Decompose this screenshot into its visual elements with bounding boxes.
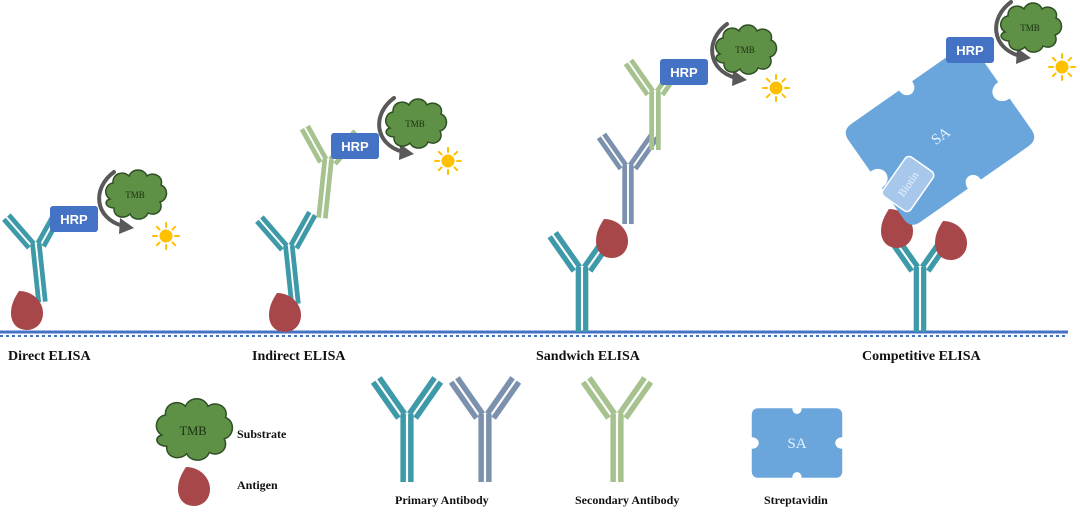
sandwich-tmb-label: TMB bbox=[735, 45, 755, 55]
competitive-hrp-tag: HRP bbox=[946, 37, 994, 63]
legend-primary-antibody-gray bbox=[448, 376, 522, 482]
sandwich-sun-icon bbox=[762, 74, 790, 102]
direct-elisa-panel: HRP TMB Direct ELISA bbox=[1, 169, 180, 364]
sandwich-tmb-substrate: TMB bbox=[714, 24, 778, 75]
indirect-sun-icon bbox=[434, 147, 462, 175]
indirect-hrp-label: HRP bbox=[341, 139, 369, 154]
sandwich-hrp-tag: HRP bbox=[660, 59, 708, 85]
indirect-hrp-tag: HRP bbox=[331, 133, 379, 159]
legend-primary-antibody-teal bbox=[370, 376, 444, 482]
direct-tmb-label: TMB bbox=[125, 190, 145, 200]
competitive-tmb-substrate: TMB bbox=[999, 2, 1063, 53]
sandwich-hrp-label: HRP bbox=[670, 65, 698, 80]
legend-substrate-icon: TMB bbox=[155, 398, 234, 461]
legend-sa-label: SA bbox=[787, 436, 806, 452]
legend-secondary-antibody-label: Secondary Antibody bbox=[575, 493, 679, 507]
sandwich-elisa-panel: HRP TMB Sandwich ELISA bbox=[536, 22, 790, 364]
indirect-elisa-label: Indirect ELISA bbox=[252, 349, 346, 364]
competitive-biotin: Biotin bbox=[881, 155, 935, 213]
direct-sun-icon bbox=[152, 222, 180, 250]
direct-tmb-substrate: TMB bbox=[104, 169, 168, 220]
competitive-elisa-label: Competitive ELISA bbox=[862, 349, 982, 364]
legend-primary-antibody-label: Primary Antibody bbox=[395, 493, 489, 507]
competitive-sun-icon bbox=[1048, 53, 1076, 81]
competitive-hrp-label: HRP bbox=[956, 43, 984, 58]
competitive-elisa-panel: SA Biotin HRP TMB Competitive ELISA bbox=[841, 0, 1076, 364]
plate-surface bbox=[0, 330, 1068, 337]
direct-elisa-label: Direct ELISA bbox=[8, 349, 91, 364]
legend-antigen-icon bbox=[178, 467, 210, 506]
legend-antigen-label: Antigen bbox=[237, 478, 278, 492]
legend-streptavidin-icon: SA bbox=[751, 408, 843, 478]
legend-secondary-antibody bbox=[580, 376, 654, 482]
direct-hrp-label: HRP bbox=[60, 212, 88, 227]
legend: TMB Substrate Antigen Primary Antibody S… bbox=[155, 376, 843, 507]
indirect-tmb-substrate: TMB bbox=[384, 98, 448, 149]
competitive-antigen-right bbox=[935, 221, 967, 260]
competitive-tmb-label: TMB bbox=[1020, 23, 1040, 33]
direct-hrp-tag: HRP bbox=[50, 206, 98, 232]
legend-tmb-label: TMB bbox=[179, 424, 206, 438]
sandwich-elisa-label: Sandwich ELISA bbox=[536, 349, 641, 364]
indirect-primary-antibody bbox=[254, 209, 327, 308]
indirect-tmb-label: TMB bbox=[405, 119, 425, 129]
indirect-elisa-panel: HRP TMB Indirect ELISA bbox=[252, 96, 462, 364]
sandwich-antigen bbox=[596, 219, 628, 258]
legend-substrate-label: Substrate bbox=[237, 427, 287, 441]
legend-streptavidin-label: Streptavidin bbox=[764, 493, 828, 507]
competitive-streptavidin: SA bbox=[841, 41, 1039, 229]
